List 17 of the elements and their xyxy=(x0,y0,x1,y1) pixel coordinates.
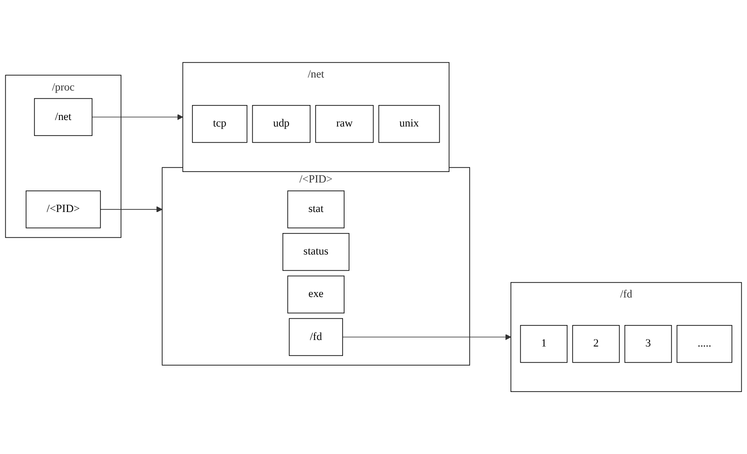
node-box: stat xyxy=(287,190,344,228)
node-box: status xyxy=(282,233,350,271)
node-box: udp xyxy=(252,104,310,143)
node-box: unix xyxy=(378,104,440,143)
arrow xyxy=(342,334,512,340)
arrow xyxy=(92,114,184,120)
node-box: /<PID> xyxy=(26,190,101,228)
node-box: raw xyxy=(315,104,374,143)
node-box: 1 xyxy=(520,324,568,363)
node-box: ..... xyxy=(676,324,732,363)
node-box: 2 xyxy=(572,324,620,363)
node-box: tcp xyxy=(192,104,248,143)
node-box: /net xyxy=(34,98,92,136)
arrow xyxy=(100,206,162,212)
node-box: 3 xyxy=(624,324,672,363)
node-box: exe xyxy=(287,276,344,314)
node-box: /fd xyxy=(288,318,343,356)
